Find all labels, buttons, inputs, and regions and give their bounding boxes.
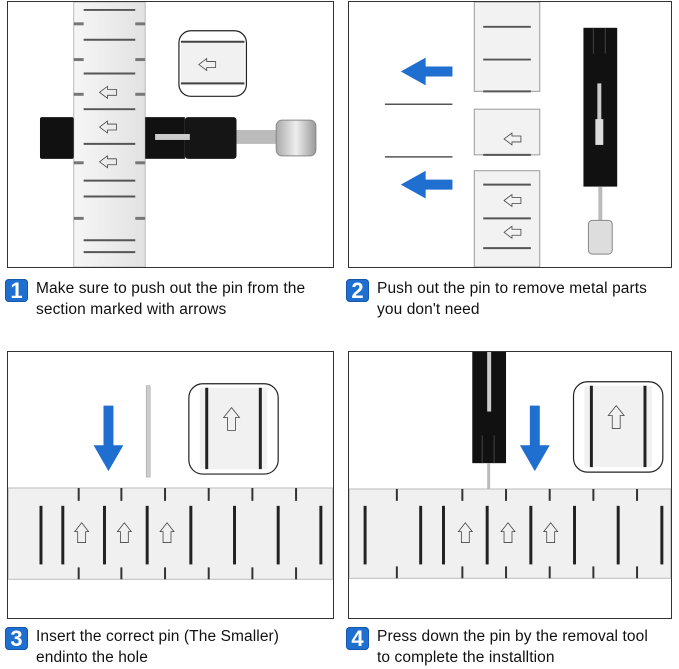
step-2-diagram	[384, 2, 618, 267]
number-badge-icon: 2	[346, 279, 369, 302]
arrow-outline-icon	[503, 132, 522, 240]
arrow-outline-icon	[198, 57, 217, 72]
tool-left-jaw	[39, 117, 74, 159]
tool-knob	[587, 219, 613, 255]
step-4-illustration	[348, 351, 672, 619]
caption-line: Insert the correct pin (The Smaller)	[36, 628, 280, 645]
watch-band	[349, 488, 671, 579]
step-1-diagram	[39, 2, 317, 267]
tool-screw	[236, 130, 285, 144]
step-3-diagram	[8, 383, 333, 580]
arrow-outline-icon	[222, 406, 241, 431]
step-4-text: Press down the pin by the removal tool t…	[377, 626, 648, 668]
step-3-illustration	[7, 351, 334, 619]
blue-arrow-down-icon	[519, 405, 550, 472]
pin	[487, 463, 491, 489]
number-badge-icon: 3	[5, 627, 28, 650]
caption-line: endinto the hole	[36, 649, 148, 666]
number-badge-icon: 1	[5, 279, 28, 302]
caption-line: Make sure to push out the pin from the	[36, 280, 306, 297]
blue-arrow-left-icon	[400, 170, 453, 199]
step-1-caption: 1 Make sure to push out the pin from the…	[5, 278, 305, 320]
caption-line: Press down the pin by the removal tool	[377, 628, 648, 645]
arrow-outline-icon	[98, 85, 117, 169]
step-4-diagram	[349, 352, 671, 579]
tool-knob	[275, 119, 317, 157]
step-2-text: Push out the pin to remove metal parts y…	[377, 278, 647, 320]
step-2-illustration	[348, 1, 672, 268]
caption-line: section marked with arrows	[36, 301, 227, 318]
caption-line: Push out the pin to remove metal parts	[377, 280, 648, 297]
watch-band	[73, 2, 146, 267]
blue-arrow-down-icon	[93, 405, 124, 472]
number-badge-icon: 4	[346, 627, 369, 650]
caption-line: you don't need	[377, 301, 480, 318]
arrow-outline-icon	[457, 522, 559, 543]
step-3-caption: 3 Insert the correct pin (The Smaller) e…	[5, 626, 279, 668]
watch-band	[8, 487, 333, 580]
step-1-illustration	[7, 1, 334, 268]
blue-arrow-left-icon	[400, 57, 453, 86]
caption-line: to complete the installtion	[377, 649, 555, 666]
step-4-caption: 4 Press down the pin by the removal tool…	[346, 626, 648, 668]
step-3-text: Insert the correct pin (The Smaller) end…	[36, 626, 279, 668]
arrow-outline-icon	[607, 404, 625, 429]
arrow-outline-icon	[73, 522, 175, 543]
step-1-text: Make sure to push out the pin from the s…	[36, 278, 305, 320]
step-2-caption: 2 Push out the pin to remove metal parts…	[346, 278, 647, 320]
pin	[145, 385, 151, 478]
